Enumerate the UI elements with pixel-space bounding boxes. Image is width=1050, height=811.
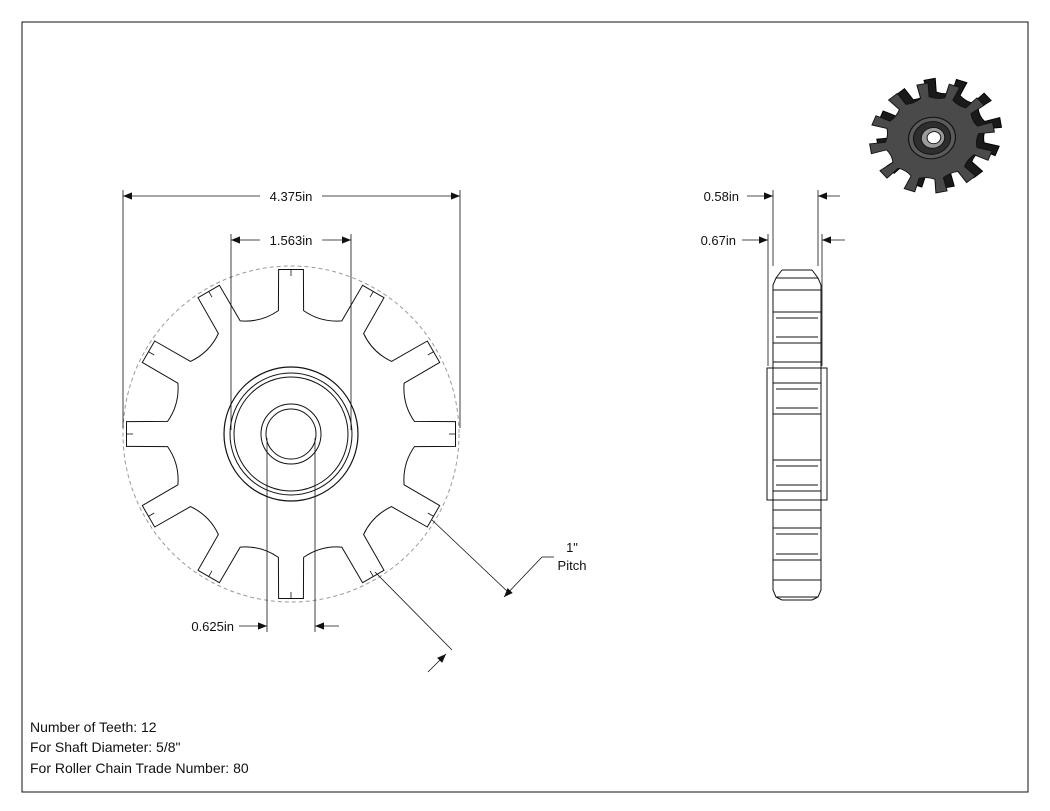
iso-bore: [926, 131, 942, 145]
dim-hub-width: 0.58in: [704, 189, 840, 266]
hub-inner-circle-2: [233, 376, 349, 492]
pitch-circle: [122, 265, 460, 603]
hub-width-label: 0.58in: [704, 189, 739, 204]
note-shaft: For Shaft Diameter: 5/8": [30, 739, 181, 755]
dim-outer-diameter: 4.375in: [122, 189, 461, 428]
tooth-tip-line: [369, 570, 374, 578]
dim-overall-width: 0.67in: [701, 233, 845, 366]
note-chain: For Roller Chain Trade Number: 80: [30, 760, 249, 776]
dim-hub-diameter: 1.563in: [230, 233, 352, 430]
hub-diameter-label: 1.563in: [270, 233, 313, 248]
hub-inner-circle-1: [229, 372, 353, 496]
dim-bore-diameter: 0.625in: [191, 438, 339, 634]
front-view: [122, 265, 460, 603]
side-tooth-profile-left: [772, 269, 783, 601]
tooth-tip-line: [208, 570, 213, 578]
tooth-tip-line: [208, 290, 213, 298]
outer-diameter-label: 4.375in: [270, 189, 313, 204]
tooth-tip-line: [147, 512, 155, 517]
bore-circle: [265, 408, 317, 460]
side-hub: [766, 367, 828, 501]
pitch-label: Pitch: [558, 558, 587, 573]
note-teeth: Number of Teeth: 12: [30, 719, 157, 735]
side-view: [766, 269, 828, 601]
tooth-tip-line: [369, 290, 374, 298]
tooth-tip-line: [147, 351, 155, 356]
overall-width-label: 0.67in: [701, 233, 736, 248]
tooth-tip-line: [427, 351, 435, 356]
isometric-view: [869, 77, 1003, 194]
hub-outer-circle: [223, 366, 359, 502]
tooth-tip-line: [427, 512, 435, 517]
pitch-value-label: 1": [566, 540, 578, 555]
bore-diameter-label: 0.625in: [191, 619, 234, 634]
sprocket-outline: [126, 269, 456, 599]
side-tooth-profile-right: [811, 269, 822, 601]
dim-pitch: 1" Pitch: [374, 519, 587, 673]
sheet-border: [21, 21, 1029, 793]
bore-outer-circle: [260, 403, 322, 465]
tooth-flat-lines: [126, 269, 456, 599]
